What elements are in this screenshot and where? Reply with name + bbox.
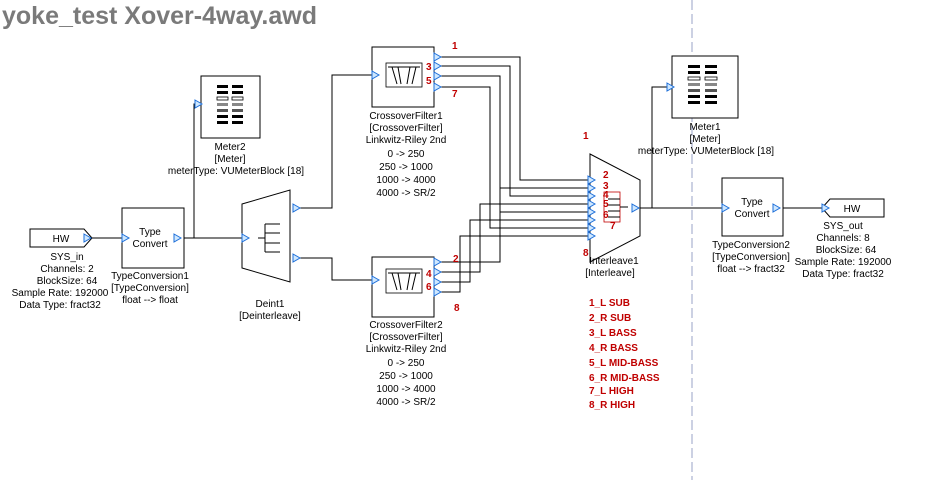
xover1-band3: 1000 -> 4000 [376, 175, 436, 186]
vu-meter-icon [687, 65, 718, 104]
meter1-block[interactable]: Meter1 [Meter] meterType: VUMeterBlock [… [638, 55, 774, 157]
type-conv2-name: TypeConversion2 [712, 240, 790, 251]
type-conv2-box-label-2: Convert [734, 209, 769, 220]
interleave-pin-4: 4 [603, 190, 609, 201]
type-conv1-detail: float --> float [122, 295, 178, 306]
type-conv2-class: [TypeConversion] [712, 252, 790, 263]
interleave-icon [603, 191, 628, 223]
xover1-order: Linkwitz-Riley 2nd [366, 135, 447, 146]
sys-in-datatype: Data Type: fract32 [19, 300, 101, 311]
xover1-band1: 0 -> 250 [388, 149, 425, 160]
legend-item: 8_R HIGH [589, 400, 635, 411]
xover1-pin-7: 7 [452, 89, 458, 100]
meter2-block[interactable]: Meter2 [Meter] meterType: VUMeterBlock [… [168, 75, 304, 177]
diagram-title: yoke_test Xover-4way.awd [2, 2, 317, 30]
xover1-name: CrossoverFilter1 [369, 111, 443, 122]
deint1-class: [Deinterleave] [239, 311, 301, 322]
legend-item: 1_L SUB [589, 298, 630, 309]
meter1-type: meterType: VUMeterBlock [18] [638, 146, 774, 157]
interleave-pin-7: 7 [610, 221, 616, 232]
vu-meter-icon [216, 85, 244, 124]
sys-in-label: SYS_in [50, 252, 83, 263]
sys-out-channels: Channels: 8 [816, 233, 870, 244]
xover2-pin-2: 2 [453, 254, 459, 265]
sys-out-samplerate: Sample Rate: 192000 [795, 257, 892, 268]
meter1-class: [Meter] [689, 134, 720, 145]
type-conversion2-block[interactable]: Type Convert TypeConversion2 [TypeConver… [712, 177, 790, 275]
xover2-band2: 250 -> 1000 [379, 371, 433, 382]
interleave-pin-5: 5 [603, 199, 609, 210]
deint1-name: Deint1 [256, 299, 285, 310]
xover1-pin-3: 3 [426, 62, 432, 73]
interleave-pin-6: 6 [603, 210, 609, 221]
type-conv1-name: TypeConversion1 [111, 271, 189, 282]
legend-item: 2_R SUB [589, 313, 631, 324]
xover1-pin-1: 1 [452, 41, 458, 52]
xover2-pin-6: 6 [426, 282, 432, 293]
xover1-class: [CrossoverFilter] [369, 123, 443, 134]
sys-in-channels: Channels: 2 [40, 264, 94, 275]
sys-in-samplerate: Sample Rate: 192000 [12, 288, 109, 299]
sys-out-datatype: Data Type: fract32 [802, 269, 884, 280]
xover2-band4: 4000 -> SR/2 [376, 397, 436, 408]
meter2-class: [Meter] [214, 154, 245, 165]
legend-item: 4_R BASS [589, 343, 638, 354]
interleave1-block[interactable]: 1 2 3 4 5 6 7 8 Interleave1 [Interleave] [583, 131, 641, 279]
meter1-name: Meter1 [689, 122, 721, 133]
meter2-name: Meter2 [214, 142, 246, 153]
sys-in-box-label: HW [53, 234, 70, 245]
sys-out-block[interactable]: HW SYS_out Channels: 8 BlockSize: 64 Sam… [795, 198, 892, 280]
type-conv1-class: [TypeConversion] [111, 283, 189, 294]
xover2-pin-4: 4 [426, 269, 432, 280]
legend-item: 5_L MID-BASS [589, 358, 659, 369]
wires [92, 56, 822, 293]
meter2-type: meterType: VUMeterBlock [18] [168, 166, 304, 177]
xover2-band1: 0 -> 250 [388, 358, 425, 369]
interleave-pin-2: 2 [603, 170, 609, 181]
sys-out-label: SYS_out [823, 221, 863, 232]
sys-in-block[interactable]: HW SYS_in Channels: 2 BlockSize: 64 Samp… [12, 228, 109, 311]
xover2-pin-8: 8 [454, 303, 460, 314]
crossover-filter2-block[interactable]: 2 4 6 8 CrossoverFilter2 [CrossoverFilte… [366, 254, 460, 408]
xover2-order: Linkwitz-Riley 2nd [366, 344, 447, 355]
crossover-filter-icon [385, 268, 423, 294]
type-conversion1-block[interactable]: Type Convert TypeConversion1 [TypeConver… [111, 207, 189, 306]
sys-in-blocksize: BlockSize: 64 [37, 276, 98, 287]
xover2-class: [CrossoverFilter] [369, 332, 443, 343]
sys-out-box-label: HW [844, 204, 861, 215]
legend-item: 3_L BASS [589, 328, 637, 339]
type-conv2-box-label-1: Type [741, 197, 763, 208]
xover1-pin-5: 5 [426, 76, 432, 87]
xover2-name: CrossoverFilter2 [369, 320, 443, 331]
xover2-band3: 1000 -> 4000 [376, 384, 436, 395]
deinterleave-icon [258, 223, 280, 253]
interleave-pin-1: 1 [583, 131, 589, 142]
crossover-filter-icon [385, 62, 423, 88]
interleave1-name: Interleave1 [589, 256, 639, 267]
type-conv1-box-label-1: Type [139, 227, 161, 238]
crossover-filter1-block[interactable]: 1 3 5 7 CrossoverFilter1 [CrossoverFilte… [366, 41, 458, 199]
sys-out-blocksize: BlockSize: 64 [816, 245, 877, 256]
type-conv2-detail: float --> fract32 [717, 264, 785, 275]
interleave1-class: [Interleave] [585, 268, 635, 279]
legend-item: 6_R MID-BASS [589, 373, 660, 384]
type-conv1-box-label-2: Convert [132, 239, 167, 250]
channel-legend: 1_L SUB 2_R SUB 3_L BASS 4_R BASS 5_L MI… [589, 298, 660, 411]
deinterleave1-block[interactable]: Deint1 [Deinterleave] [239, 189, 301, 322]
legend-item: 7_L HIGH [589, 386, 634, 397]
interleave-pin-8: 8 [583, 248, 589, 259]
xover1-band4: 4000 -> SR/2 [376, 188, 436, 199]
interleave-pin-3: 3 [603, 181, 609, 192]
xover1-band2: 250 -> 1000 [379, 162, 433, 173]
